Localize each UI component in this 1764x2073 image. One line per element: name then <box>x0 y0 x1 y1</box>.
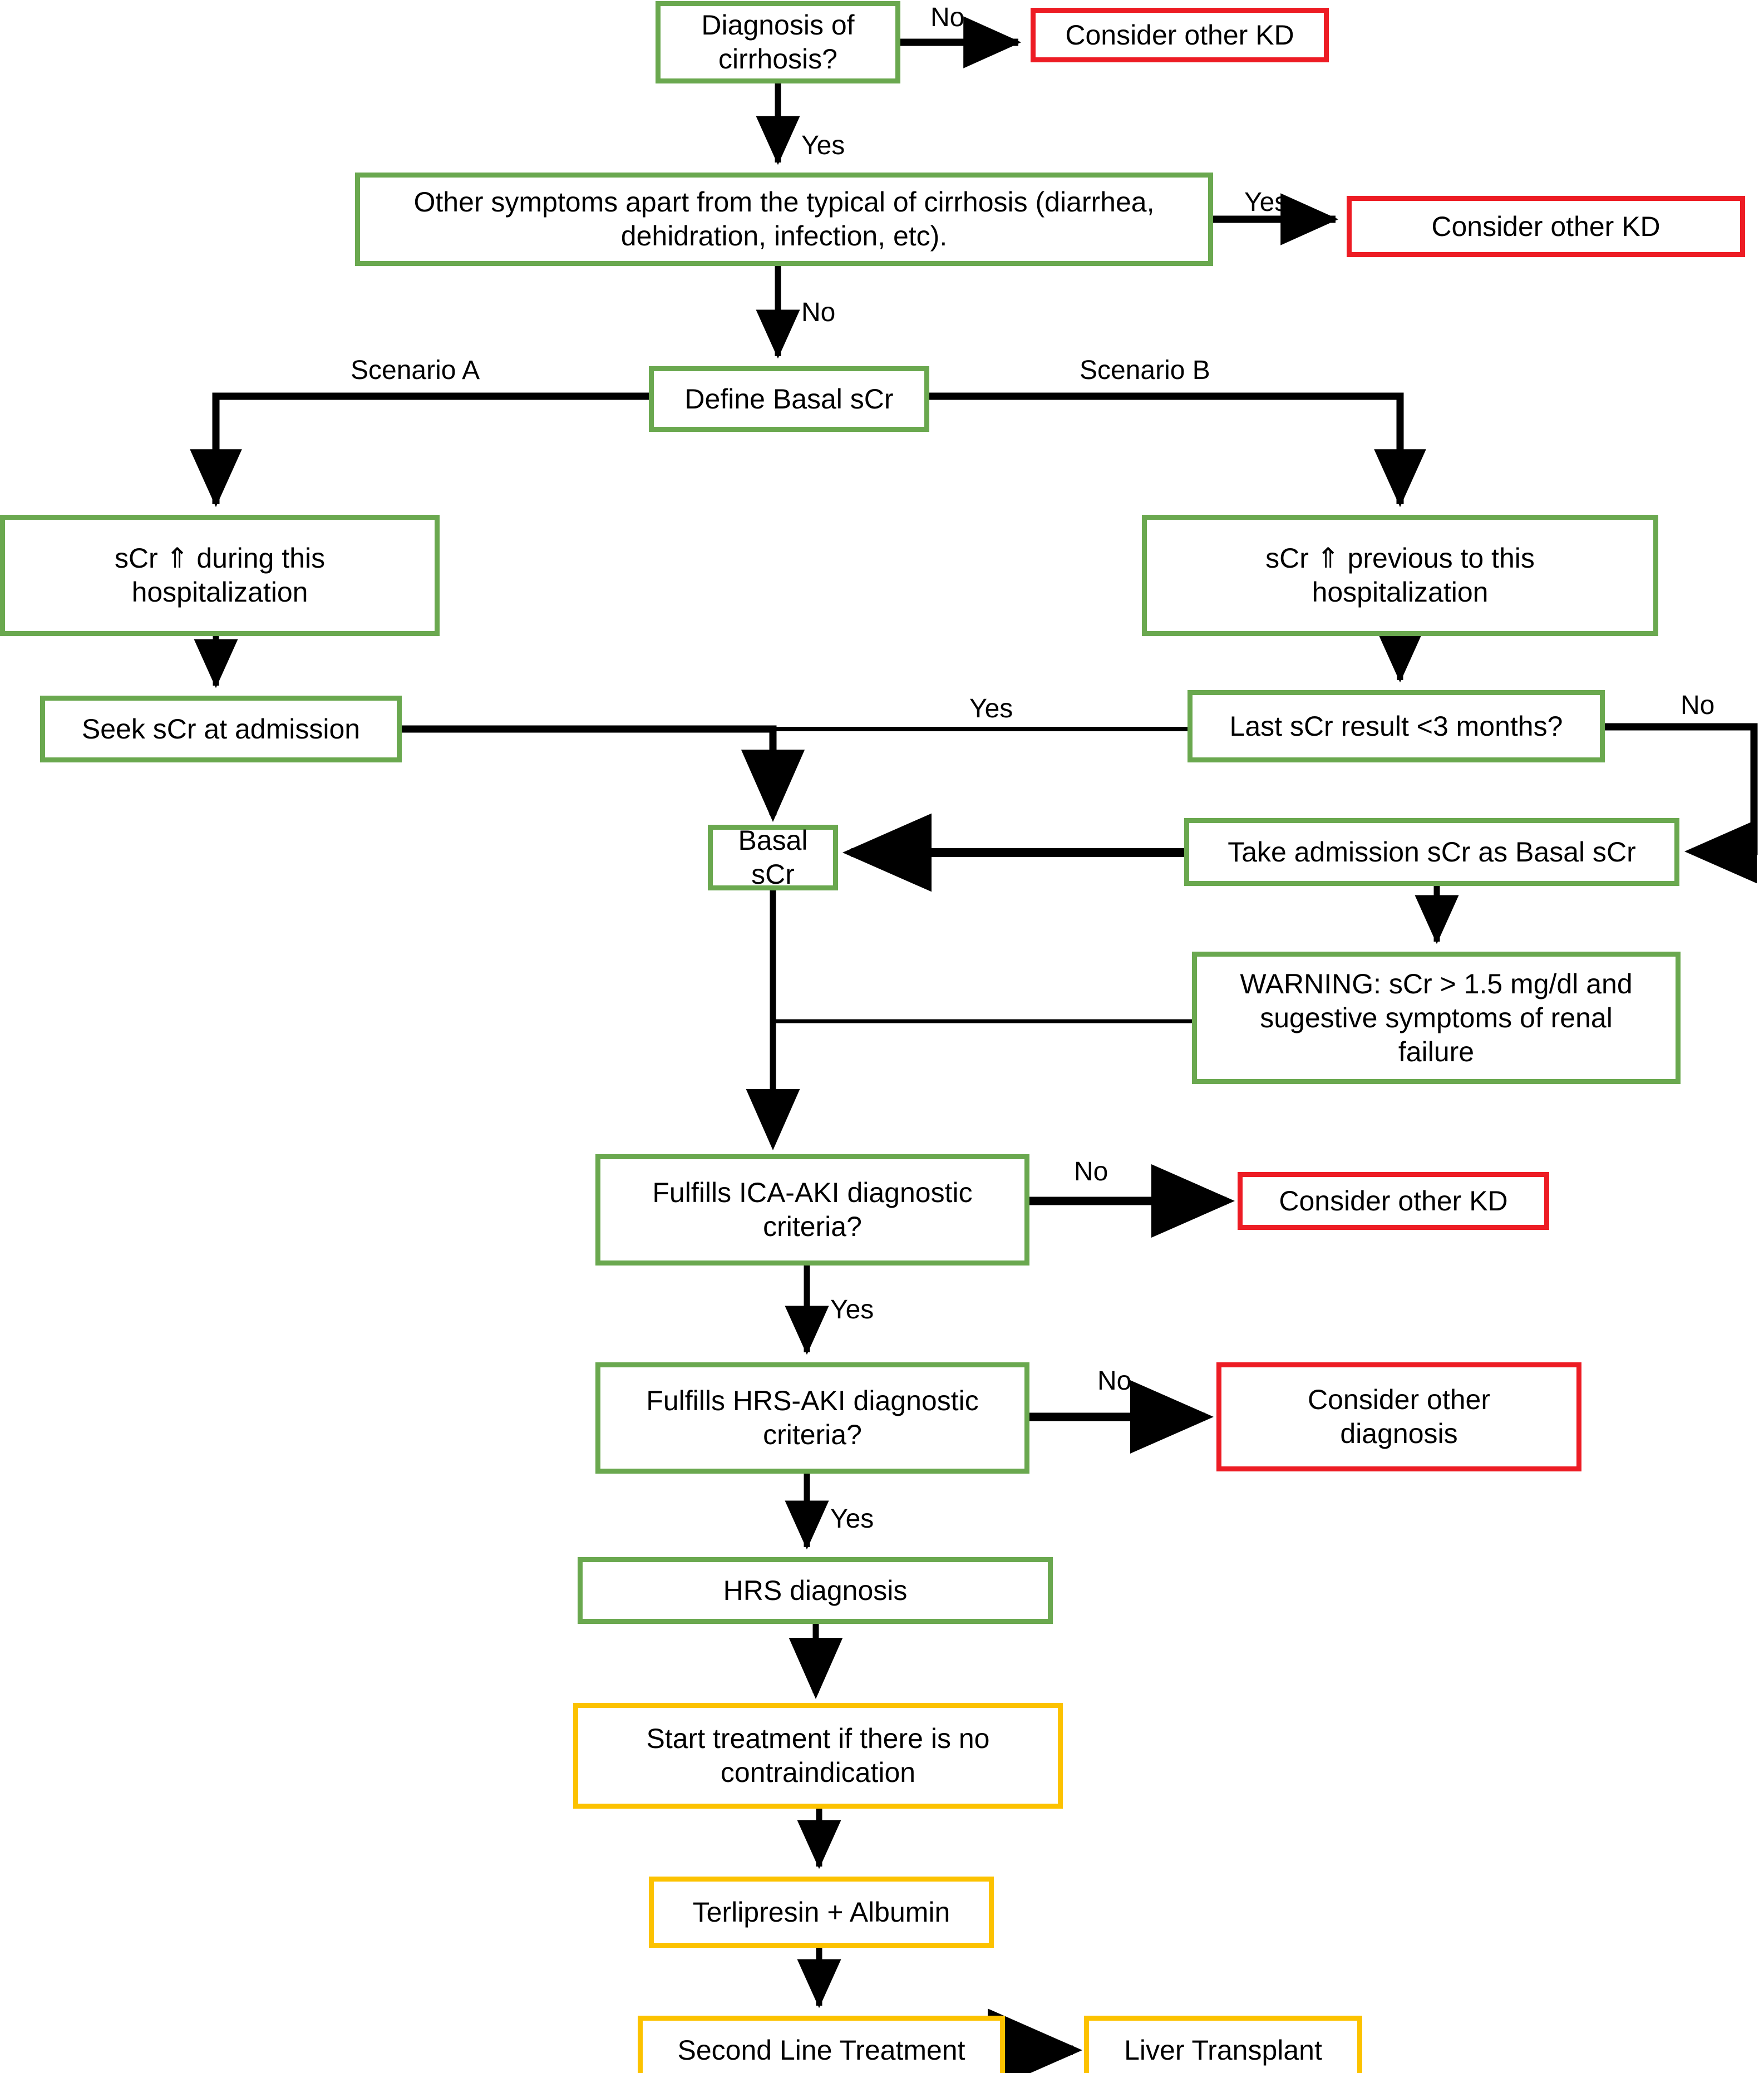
edge-label-l2: Yes <box>801 131 845 160</box>
flow-node-n9: Last sCr result <3 months? <box>1188 690 1605 762</box>
flow-node-n20: Second Line Treatment <box>638 2016 1005 2073</box>
flow-node-label: Other symptoms apart from the typical of… <box>413 186 1155 252</box>
flow-node-label: Liver Transplant <box>1124 2035 1322 2066</box>
flow-node-n5: Define Basal sCr <box>649 366 929 432</box>
flow-node-n19: Terlipresin + Albumin <box>649 1877 994 1948</box>
edge-label-l1: No <box>930 3 965 32</box>
flow-node-label: Second Line Treatment <box>677 2035 965 2066</box>
flow-node-n2: Consider other KD <box>1031 8 1329 62</box>
flow-node-label: Consider other KD <box>1279 1185 1508 1217</box>
flow-node-label: Define Basal sCr <box>684 383 894 415</box>
flow-node-label: Consider other KD <box>1065 19 1294 51</box>
flow-node-n11: Take admission sCr as Basal sCr <box>1184 818 1679 886</box>
flow-node-label: Last sCr result <3 months? <box>1229 710 1563 742</box>
edge-label-l5: Scenario A <box>351 356 480 385</box>
flow-node-label: Consider other KD <box>1431 210 1660 242</box>
flow-node-label: HRS diagnosis <box>723 1574 908 1606</box>
flow-node-n8: Seek sCr at admission <box>40 696 402 762</box>
flow-node-label: Seek sCr at admission <box>81 713 361 745</box>
edge-label-l7: Yes <box>969 694 1013 723</box>
edge-label-l9: No <box>1074 1157 1108 1186</box>
flow-node-n21: Liver Transplant <box>1084 2016 1362 2073</box>
flow-node-n14: Consider other KD <box>1238 1172 1549 1230</box>
flow-node-label: Basal sCr <box>738 825 808 890</box>
edge-label-l4: No <box>801 298 836 327</box>
edge-label-l3: Yes <box>1244 188 1288 217</box>
edge-label-l8: No <box>1681 691 1715 720</box>
edge-label-l6: Scenario B <box>1080 356 1210 385</box>
flow-node-n3: Other symptoms apart from the typical of… <box>355 173 1213 266</box>
edge-label-l12: Yes <box>830 1504 874 1534</box>
edge-label-l10: Yes <box>830 1295 874 1324</box>
flow-node-n4: Consider other KD <box>1347 196 1745 257</box>
flow-node-label: Take admission sCr as Basal sCr <box>1228 836 1636 868</box>
flow-node-n10: Basal sCr <box>708 825 838 890</box>
flow-node-n17: HRS diagnosis <box>578 1557 1053 1624</box>
edge-label-l11: No <box>1097 1366 1132 1396</box>
flow-node-label: Terlipresin + Albumin <box>692 1896 950 1928</box>
